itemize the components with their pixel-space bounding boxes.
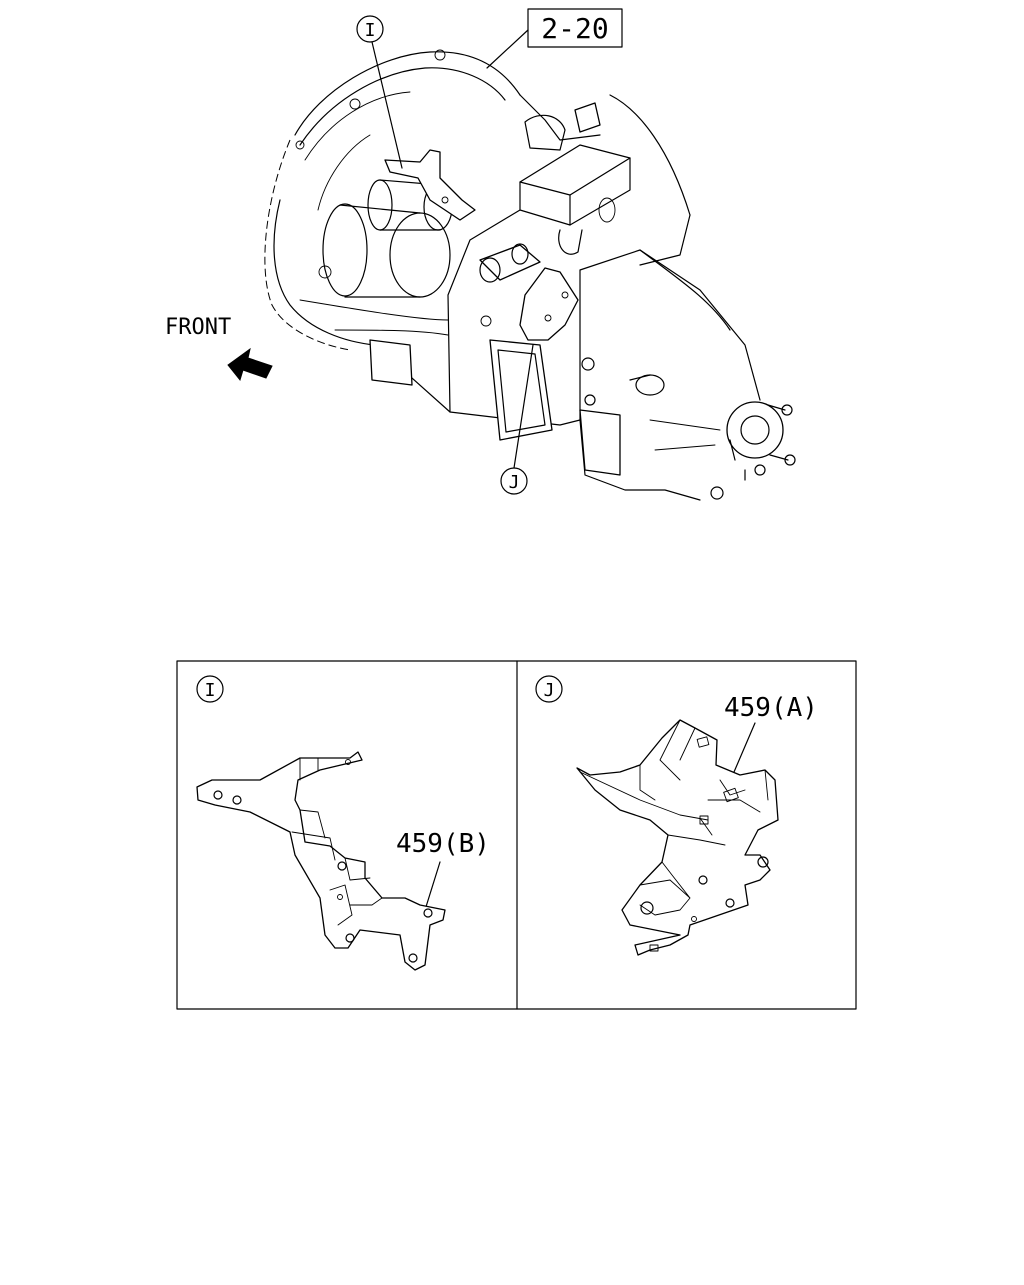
callout-j-label: J: [509, 472, 520, 493]
front-label: FRONT: [165, 315, 231, 340]
front-indicator: FRONT: [165, 315, 273, 382]
front-arrow-icon: [227, 347, 273, 382]
detail-panels: [176, 660, 857, 1010]
page-reference-label: 2-20: [541, 12, 608, 45]
page-reference: 2-20: [486, 8, 623, 69]
part-label-459b: 459(B): [396, 829, 490, 859]
detail-panel-i: I 459(B): [196, 675, 490, 971]
callout-i-label: I: [365, 20, 376, 41]
callout-i: I: [356, 15, 403, 169]
detail-panel-j-id: J: [544, 680, 555, 701]
detail-panel-j: J 459(A): [535, 675, 818, 956]
callout-j: J: [500, 344, 534, 495]
transmission-assembly: [264, 49, 796, 501]
bracket-459b: [196, 751, 446, 971]
detail-panel-i-id: I: [205, 680, 216, 701]
bracket-459a: [576, 719, 779, 956]
part-label-459a: 459(A): [724, 693, 818, 723]
